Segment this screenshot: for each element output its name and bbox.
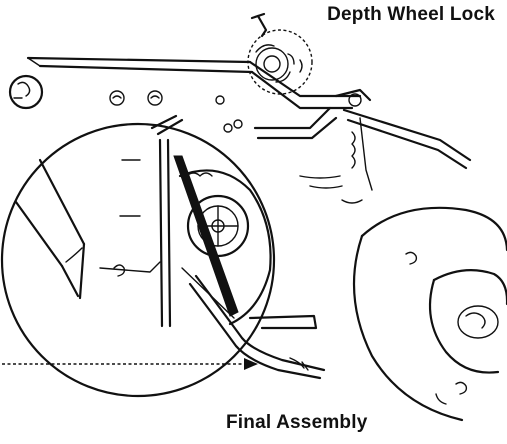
final-assembly-label: Final Assembly	[226, 412, 368, 433]
upper-frame	[26, 56, 362, 110]
detail-shaft	[14, 158, 86, 300]
detail-blade	[173, 155, 239, 319]
detail-plate	[99, 138, 172, 328]
detail-cable	[188, 274, 326, 380]
detail-leader-lines	[150, 114, 184, 136]
end-roller	[8, 74, 44, 110]
depth-wheel-bracket	[253, 88, 472, 204]
depth-wheel-lock-gear	[247, 12, 313, 95]
detail-arrow	[2, 358, 258, 370]
frame-bolts	[109, 90, 243, 133]
depth-wheel-lock-label: Depth Wheel Lock	[327, 4, 495, 25]
detail-magnifier-circle	[0, 122, 276, 398]
depth-wheel	[352, 206, 507, 422]
